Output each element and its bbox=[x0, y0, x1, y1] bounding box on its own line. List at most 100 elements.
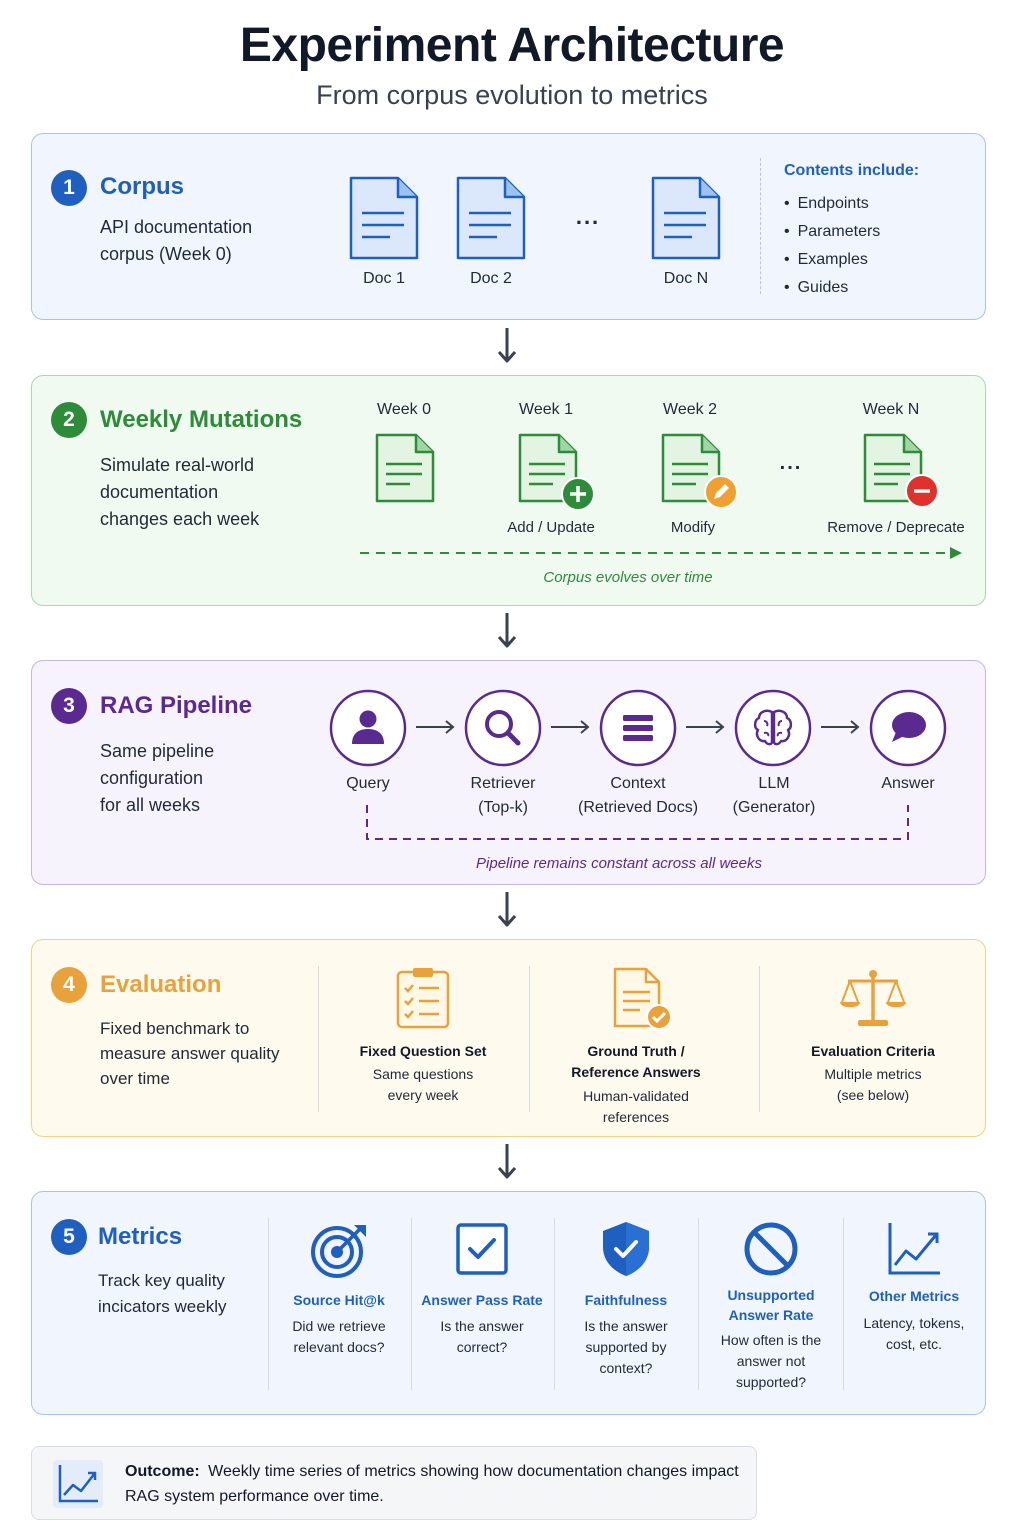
ellipsis: ... bbox=[575, 204, 601, 229]
prohibited-icon bbox=[744, 1222, 798, 1276]
metric-title: Source Hit@k bbox=[293, 1292, 385, 1308]
metric-title: Answer Pass Rate bbox=[421, 1292, 543, 1308]
verified-document-icon bbox=[613, 967, 672, 1030]
doc-label: Doc 2 bbox=[470, 270, 512, 287]
action-label: Remove / Deprecate bbox=[827, 519, 965, 536]
metric-desc: Latency, tokens, cost, etc. bbox=[863, 1315, 965, 1352]
add-document-icon bbox=[518, 433, 595, 511]
doc-label: Doc N bbox=[663, 270, 709, 287]
divider bbox=[760, 158, 761, 294]
outcome-description: Weekly time series of metrics showing ho… bbox=[125, 1463, 739, 1505]
metric-desc: Is the answer correct? bbox=[440, 1318, 524, 1355]
outcome-text: Outcome: Weekly time series of metrics s… bbox=[125, 1459, 745, 1509]
scales-icon bbox=[840, 970, 906, 1026]
evaluation-item-title: Fixed Question Set bbox=[359, 1043, 487, 1059]
search-icon bbox=[464, 689, 542, 767]
metric-title: Other Metrics bbox=[868, 1288, 960, 1304]
section-title: Metrics bbox=[98, 1223, 183, 1250]
shield-check-icon bbox=[603, 1222, 649, 1276]
arrow-right-icon bbox=[551, 720, 590, 734]
section-title: RAG Pipeline bbox=[100, 692, 253, 719]
evaluation-item-title: Evaluation Criteria bbox=[811, 1043, 935, 1059]
list-item: Examples bbox=[784, 246, 880, 274]
trend-chart-icon bbox=[53, 1460, 103, 1508]
list-item: Guides bbox=[784, 274, 880, 302]
evaluation-item-desc: Same questions every week bbox=[372, 1066, 474, 1103]
arrow-right-icon bbox=[821, 720, 860, 734]
section-description: API documentation corpus (Week 0) bbox=[100, 217, 253, 264]
list-item: Endpoints bbox=[784, 190, 880, 218]
divider bbox=[554, 1218, 555, 1390]
page-title: Experiment Architecture bbox=[239, 19, 785, 72]
line-chart-icon bbox=[888, 1223, 940, 1275]
section-description: Fixed benchmark to measure answer qualit… bbox=[100, 1019, 280, 1088]
metric-title: Unsupported Answer Rate bbox=[727, 1287, 815, 1323]
divider bbox=[529, 966, 530, 1112]
step-number-badge: 2 bbox=[51, 402, 87, 438]
document-icon bbox=[375, 433, 435, 503]
arrow-down-icon bbox=[497, 1144, 517, 1179]
metric-desc: Is the answer supported by context? bbox=[584, 1318, 668, 1376]
clipboard-checklist-icon bbox=[396, 968, 450, 1029]
target-icon bbox=[311, 1225, 366, 1278]
week-label: Week 0 bbox=[377, 401, 431, 418]
week-label: Week 2 bbox=[663, 401, 717, 418]
pipeline-step-label: Answer bbox=[881, 775, 935, 792]
timeline-caption: Corpus evolves over time bbox=[543, 569, 713, 586]
page-subtitle: From corpus evolution to metrics bbox=[316, 80, 708, 110]
arrow-right-icon bbox=[686, 720, 725, 734]
step-number-badge: 3 bbox=[51, 688, 87, 724]
outcome-box: Outcome: Weekly time series of metrics s… bbox=[31, 1446, 757, 1520]
arrow-down-icon bbox=[497, 892, 517, 927]
metrics-section bbox=[31, 1191, 986, 1415]
section-description: Simulate real-world documentation change… bbox=[100, 455, 260, 529]
pipeline-loop-bracket bbox=[366, 805, 909, 840]
remove-document-icon bbox=[863, 433, 939, 508]
mutations-section bbox=[31, 375, 986, 606]
evaluation-item-title: Ground Truth / Reference Answers bbox=[571, 1043, 701, 1080]
section-description: Same pipeline configuration for all week… bbox=[100, 741, 215, 815]
contents-list: Endpoints Parameters Examples Guides bbox=[784, 190, 881, 302]
divider bbox=[843, 1218, 844, 1390]
section-description: Track key quality incicators weekly bbox=[98, 1271, 227, 1316]
week-label: Week 1 bbox=[519, 401, 573, 418]
metric-desc: Did we retrieve relevant docs? bbox=[292, 1318, 386, 1355]
action-label: Add / Update bbox=[507, 519, 595, 536]
contents-title: Contents include: bbox=[784, 162, 920, 179]
divider bbox=[759, 966, 760, 1112]
outcome-label: Outcome: bbox=[125, 1463, 200, 1480]
document-icon bbox=[456, 176, 526, 260]
section-title: Evaluation bbox=[100, 971, 222, 998]
pipeline-step-label: Context (Retrieved Docs) bbox=[577, 775, 699, 816]
list-icon bbox=[599, 689, 677, 767]
evaluation-item-desc: Multiple metrics (see below) bbox=[824, 1066, 922, 1103]
step-number-badge: 5 bbox=[51, 1219, 87, 1255]
week-label: Week N bbox=[862, 401, 920, 418]
step-number-badge: 1 bbox=[51, 170, 87, 206]
divider bbox=[318, 966, 319, 1112]
arrow-right-icon bbox=[416, 720, 455, 734]
divider bbox=[411, 1218, 412, 1390]
action-label: Modify bbox=[670, 519, 716, 536]
doc-label: Doc 1 bbox=[363, 270, 405, 287]
pipeline-step-label: Query bbox=[346, 775, 390, 792]
arrow-down-icon bbox=[497, 328, 517, 363]
checkbox-icon bbox=[456, 1223, 508, 1275]
edit-document-icon bbox=[661, 433, 738, 509]
step-number-badge: 4 bbox=[51, 967, 87, 1003]
metric-title: Faithfulness bbox=[584, 1292, 668, 1308]
brain-icon bbox=[734, 689, 812, 767]
divider bbox=[268, 1218, 269, 1390]
user-icon bbox=[329, 689, 407, 767]
divider bbox=[698, 1218, 699, 1390]
pipeline-caption: Pipeline remains constant across all wee… bbox=[476, 855, 762, 872]
section-title: Corpus bbox=[100, 173, 184, 200]
pipeline-step-label: LLM (Generator) bbox=[732, 775, 816, 816]
chat-bubble-icon bbox=[869, 689, 947, 767]
list-item: Parameters bbox=[784, 218, 881, 246]
document-icon bbox=[651, 176, 721, 260]
timeline-arrow bbox=[360, 547, 962, 559]
metric-desc: How often is the answer not supported? bbox=[720, 1332, 822, 1390]
arrow-down-icon bbox=[497, 613, 517, 648]
pipeline-step-label: Retriever (Top-k) bbox=[470, 775, 536, 816]
